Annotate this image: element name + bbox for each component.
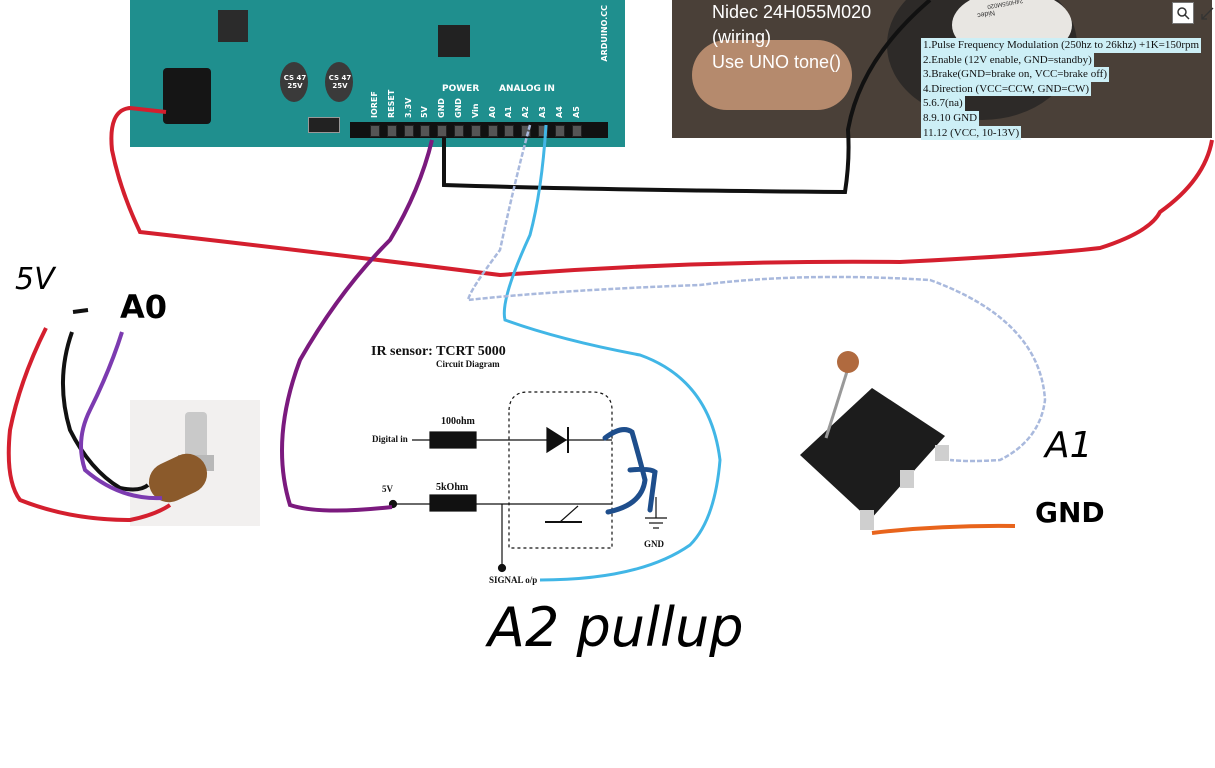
switch-lever xyxy=(824,361,852,439)
digital-in-label: Digital in xyxy=(372,434,408,444)
pot-wire-a0 xyxy=(79,331,163,501)
switch-terminal xyxy=(935,445,949,461)
ir-ground-scribble xyxy=(602,427,658,515)
header-pin xyxy=(571,125,582,137)
pinout-line: 11.12 (VCC, 10-13V) xyxy=(921,125,1022,141)
switch-terminal xyxy=(860,510,874,530)
reset-switch xyxy=(308,117,340,133)
wire-5v xyxy=(109,105,1214,278)
dc-jack xyxy=(163,68,211,124)
resistor-100ohm xyxy=(429,431,477,449)
pinout-line: 3.Brake(GND=brake on, VCC=brake off) xyxy=(921,67,1109,82)
capacitor-1-label: CS 47 25V xyxy=(283,74,307,90)
pinout-line: 2.Enable (12V enable, GND=standby) xyxy=(921,52,1094,68)
search-icon xyxy=(1177,7,1190,20)
pot-shaft xyxy=(185,412,207,462)
pinout-line: 8.9.10 GND xyxy=(921,110,980,126)
capacitor-2-label: CS 47 25V xyxy=(328,74,352,90)
power-section-label: POWER xyxy=(442,84,480,94)
pinout-line: 4.Direction (VCC=CCW, GND=CW) xyxy=(921,81,1091,97)
header-pin xyxy=(487,125,498,137)
header-pin xyxy=(554,125,565,137)
expand-button[interactable] xyxy=(1200,5,1215,21)
motor-title-line: Use UNO tone() xyxy=(712,52,842,72)
header-pin xyxy=(538,125,548,137)
header-pin xyxy=(437,125,448,137)
expand-icon xyxy=(1201,7,1214,20)
wire-ir-5v xyxy=(280,139,434,513)
sensor-outline xyxy=(508,391,613,549)
led-diode xyxy=(546,426,568,454)
header-pin xyxy=(521,125,532,137)
wire-a2 xyxy=(502,124,722,582)
motor-pinout-notes: 1.Pulse Frequency Modulation (250hz to 2… xyxy=(921,38,1202,141)
switch-a1-note: A1 xyxy=(1045,425,1093,466)
header-pin xyxy=(370,125,380,137)
pinout-line: 1.Pulse Frequency Modulation (250hz to 2… xyxy=(921,38,1202,53)
motor-title-line: Nidec 24H055M020 xyxy=(712,2,872,22)
voltage-regulator xyxy=(218,10,248,42)
capacitor-2 xyxy=(325,62,353,102)
analog-section-label: ANALOG IN xyxy=(499,84,555,94)
resistor-5kohm xyxy=(429,494,477,512)
potentiometer-photo xyxy=(130,400,260,526)
wire-a1 xyxy=(466,124,1047,463)
gnd-label: GND xyxy=(644,539,664,549)
switch-gnd-note: GND xyxy=(1035,496,1105,529)
switch-roller xyxy=(837,351,859,373)
pot-wire-gnd xyxy=(60,308,150,492)
switch-terminal xyxy=(900,470,914,488)
header-pin xyxy=(386,125,397,137)
header-pin xyxy=(403,125,414,137)
search-button[interactable] xyxy=(1172,2,1194,24)
micro-switch xyxy=(800,351,949,530)
vcc-label: 5V xyxy=(382,484,393,494)
header-pin xyxy=(454,125,464,137)
a2-pullup-note: A2 pullup xyxy=(488,596,744,659)
wire-switch-gnd xyxy=(871,523,1016,535)
wire-gnd xyxy=(442,0,932,195)
pot-a0-note: A0 xyxy=(120,288,168,326)
ir-sensor-subtitle: Circuit Diagram xyxy=(436,359,500,369)
atmega-chip xyxy=(438,25,470,57)
pot-wire-5v xyxy=(6,327,172,523)
signal-node xyxy=(497,563,507,573)
hand xyxy=(692,40,852,110)
pinout-line: 5.6.7(na) xyxy=(921,96,965,111)
motor-title: Nidec 24H055M020 (wiring) Use UNO tone() xyxy=(712,0,871,75)
ir-sensor-title: IR sensor: TCRT 5000 xyxy=(371,344,506,359)
switch-body xyxy=(800,388,945,520)
header-pin xyxy=(504,125,515,137)
motor-title-line: (wiring) xyxy=(712,27,772,47)
signal-label: SIGNAL o/p xyxy=(489,575,538,585)
header-pin xyxy=(420,125,431,137)
resistor-2-label: 5kOhm xyxy=(436,482,469,493)
capacitor-1 xyxy=(280,62,308,102)
pot-5v-note: 5V xyxy=(15,262,55,297)
header-pin xyxy=(470,125,481,137)
phototransistor-arrow xyxy=(559,505,579,523)
resistor-1-label: 100ohm xyxy=(441,416,475,427)
ir-schematic xyxy=(388,391,667,573)
